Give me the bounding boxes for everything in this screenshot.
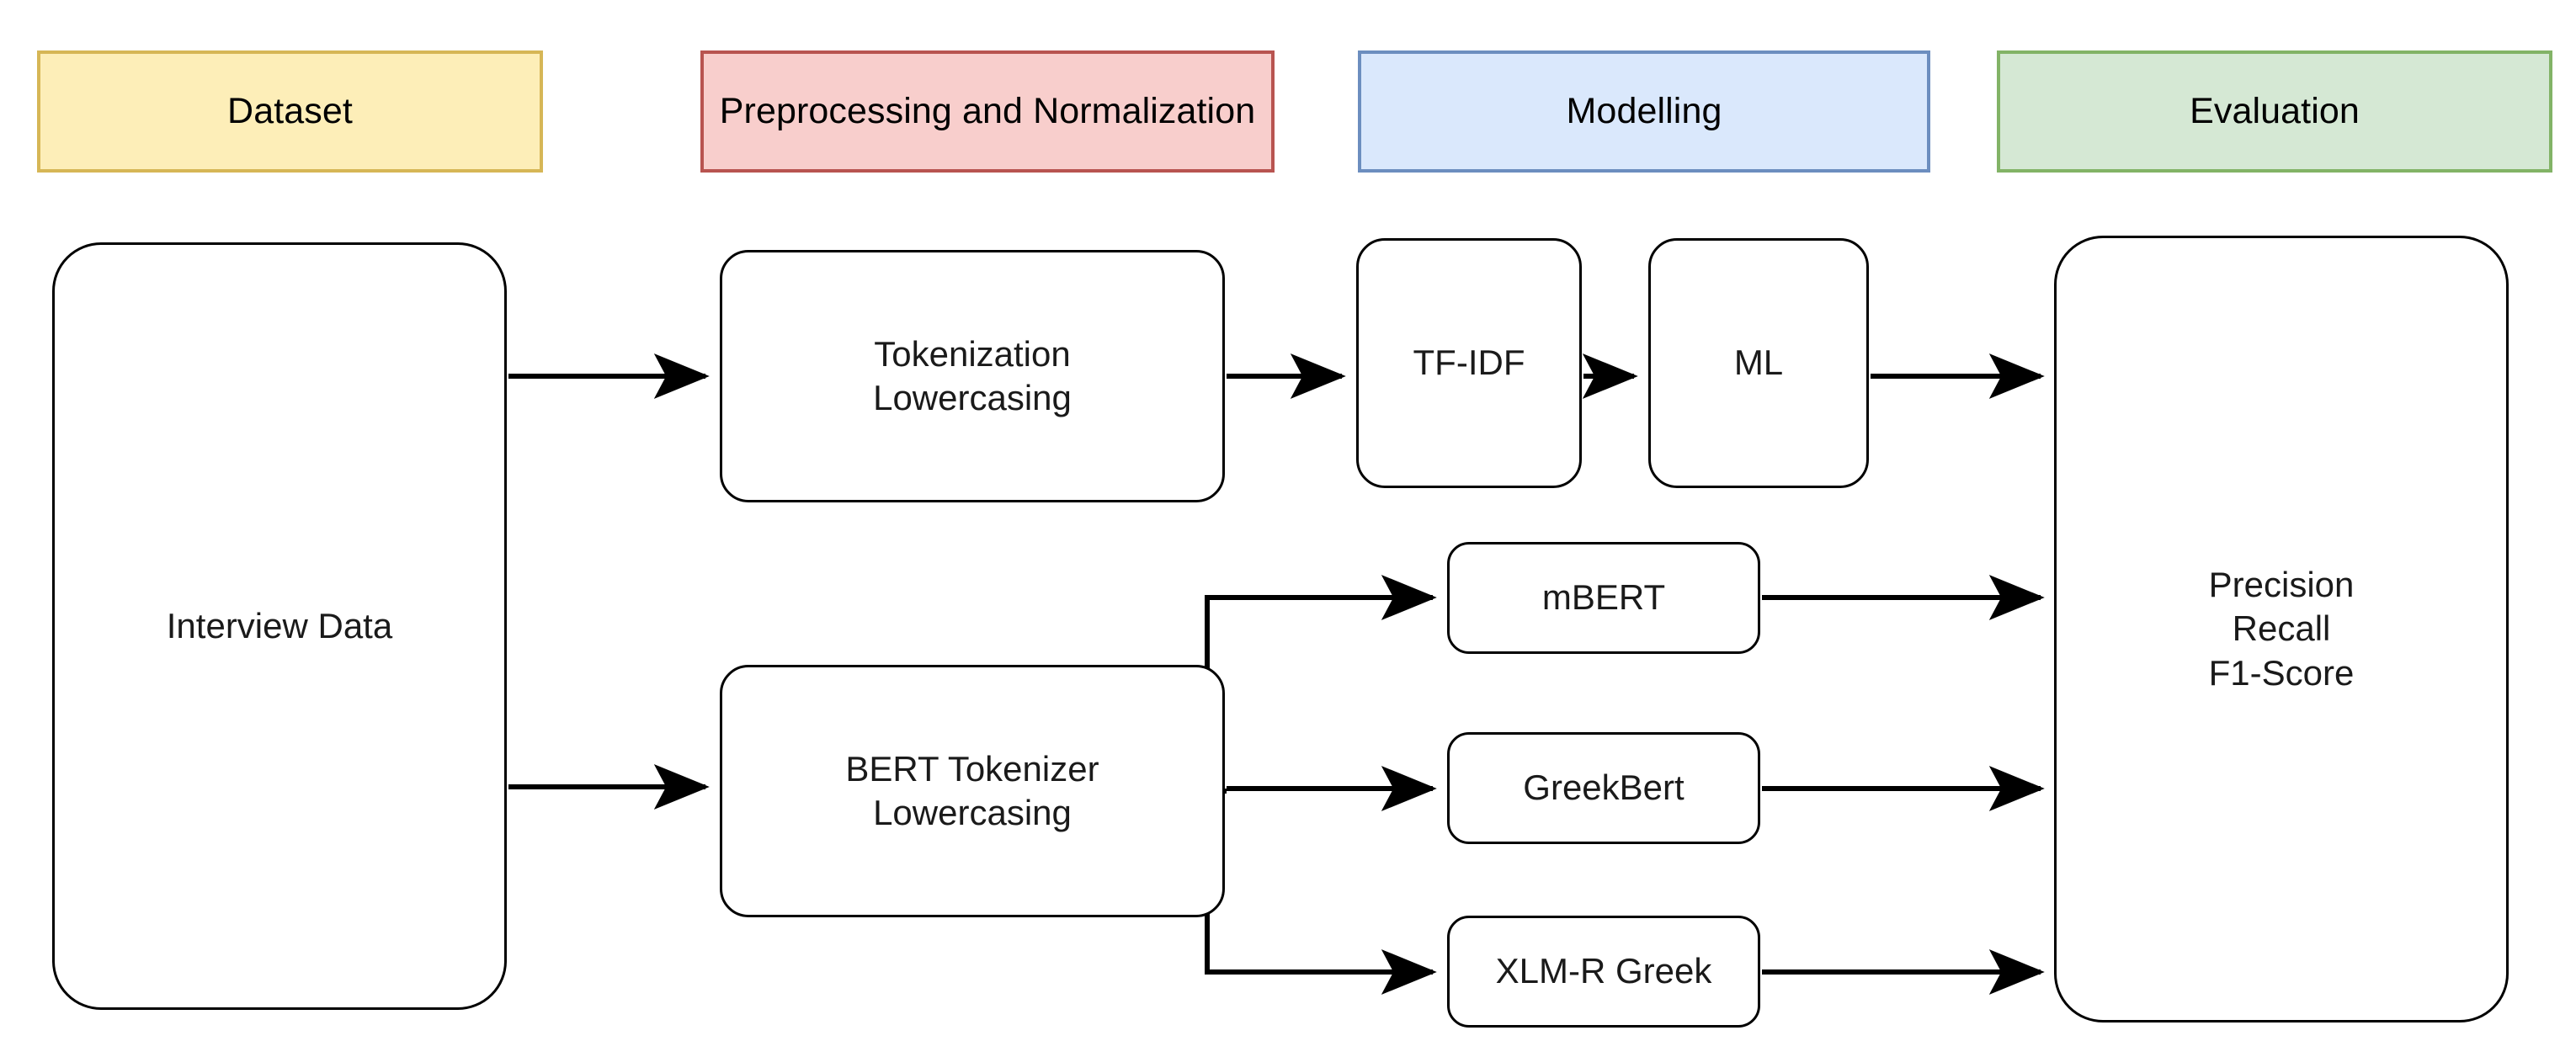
stage-header-modelling-label: Modelling <box>1566 91 1722 132</box>
stage-header-modelling: Modelling <box>1358 50 1930 173</box>
node-tokenization: Tokenization Lowercasing <box>720 250 1225 502</box>
node-tf-idf-label: TF-IDF <box>1413 343 1525 383</box>
node-evaluation-metrics: Precision Recall F1-Score <box>2054 236 2509 1022</box>
node-tokenization-label: Tokenization Lowercasing <box>873 333 1072 417</box>
node-mbert: mBERT <box>1447 542 1760 654</box>
stage-header-dataset-label: Dataset <box>227 91 353 132</box>
connector-bert-tokenizer-to-xlmr <box>1205 789 1437 995</box>
stage-header-evaluation: Evaluation <box>1997 50 2552 173</box>
node-bert-tokenizer: BERT Tokenizer Lowercasing <box>720 665 1225 917</box>
node-evaluation-metrics-label: Precision Recall F1-Score <box>2208 565 2355 693</box>
node-interview-data-label: Interview Data <box>166 605 393 645</box>
node-ml: ML <box>1648 238 1869 488</box>
node-tf-idf: TF-IDF <box>1356 238 1582 488</box>
node-interview-data: Interview Data <box>52 242 507 1010</box>
node-greekbert-label: GreekBert <box>1523 768 1685 808</box>
stage-header-preprocessing: Preprocessing and Normalization <box>700 50 1275 173</box>
stage-header-preprocessing-label: Preprocessing and Normalization <box>719 91 1256 132</box>
stage-header-evaluation-label: Evaluation <box>2190 91 2360 132</box>
node-ml-label: ML <box>1733 343 1784 383</box>
node-mbert-label: mBERT <box>1541 577 1666 618</box>
node-bert-tokenizer-label: BERT Tokenizer Lowercasing <box>845 748 1099 832</box>
stage-header-dataset: Dataset <box>37 50 543 173</box>
node-xlmr-greek-label: XLM-R Greek <box>1495 951 1712 991</box>
connector-bert-tokenizer-to-mbert <box>1205 575 1437 794</box>
node-xlmr-greek: XLM-R Greek <box>1447 916 1760 1028</box>
node-greekbert: GreekBert <box>1447 732 1760 844</box>
